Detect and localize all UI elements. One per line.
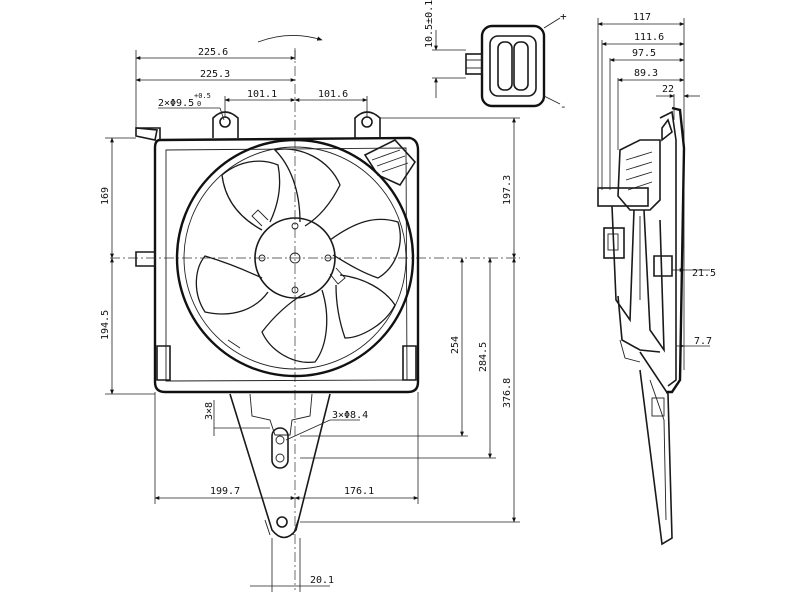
dim-right-upper-height: 197.3 (502, 175, 513, 205)
dim-right-mount-offset: 101.6 (318, 89, 348, 100)
dim-bottom-tab-width: 20.1 (310, 575, 334, 586)
dim-bottom-right-width: 176.1 (344, 486, 374, 497)
dim-mount-hole-tol-lower: 0 (197, 100, 201, 108)
connector-plus-label: + (560, 10, 567, 23)
dim-side-depth-4: 89.3 (634, 68, 658, 79)
rotation-arrow-icon (257, 35, 323, 43)
dim-top-overall-width: 225.6 (198, 47, 228, 58)
dim-side-depth-2: 111.6 (634, 32, 664, 43)
dim-bracket-height-2: 284.5 (478, 342, 489, 372)
dim-side-motor-offset: 21.5 (692, 268, 716, 279)
mount-ear-right (354, 111, 381, 138)
fan-shroud-frame (153, 136, 420, 394)
dim-top-frame-width: 225.3 (200, 69, 230, 80)
dim-side-bracket-offset: 7.7 (694, 336, 712, 347)
side-view: 117 111.6 97.5 89.3 22 (597, 12, 716, 546)
dim-mount-hole-spec: 2×Φ9.5 (158, 98, 194, 109)
connector-minus-label: - (560, 100, 567, 113)
dim-bracket-small: 3×8 (204, 402, 215, 420)
dim-lower-height: 194.5 (100, 310, 111, 340)
left-top-bracket (135, 127, 158, 141)
dim-total-lower-height: 376.8 (502, 378, 513, 408)
dim-connector-height: 10.5±0.1 (424, 0, 435, 48)
dim-left-mount-offset: 101.1 (247, 89, 277, 100)
dim-side-depth-5: 22 (662, 84, 674, 95)
dim-bottom-left-width: 199.7 (210, 486, 240, 497)
dim-upper-height: 169 (100, 187, 111, 205)
dim-mount-hole-tol: +0.5 (194, 92, 211, 100)
dim-side-depth-3: 97.5 (632, 48, 656, 59)
mount-ear-left (212, 111, 239, 138)
dim-side-overall-depth: 117 (633, 12, 651, 23)
front-view: 225.6 225.3 101.1 101.6 2×Φ9.5 +0.5 0 16… (100, 35, 520, 592)
dim-bracket-hole-spec: 3×Φ8.4 (332, 410, 368, 421)
dim-bracket-height: 254 (450, 336, 461, 354)
connector-detail: 10.5±0.1 + - (424, 0, 567, 113)
fan-blades (195, 148, 401, 364)
fan-ring-outer (175, 138, 415, 378)
lower-bracket (229, 393, 331, 539)
fan-hub (254, 217, 336, 299)
